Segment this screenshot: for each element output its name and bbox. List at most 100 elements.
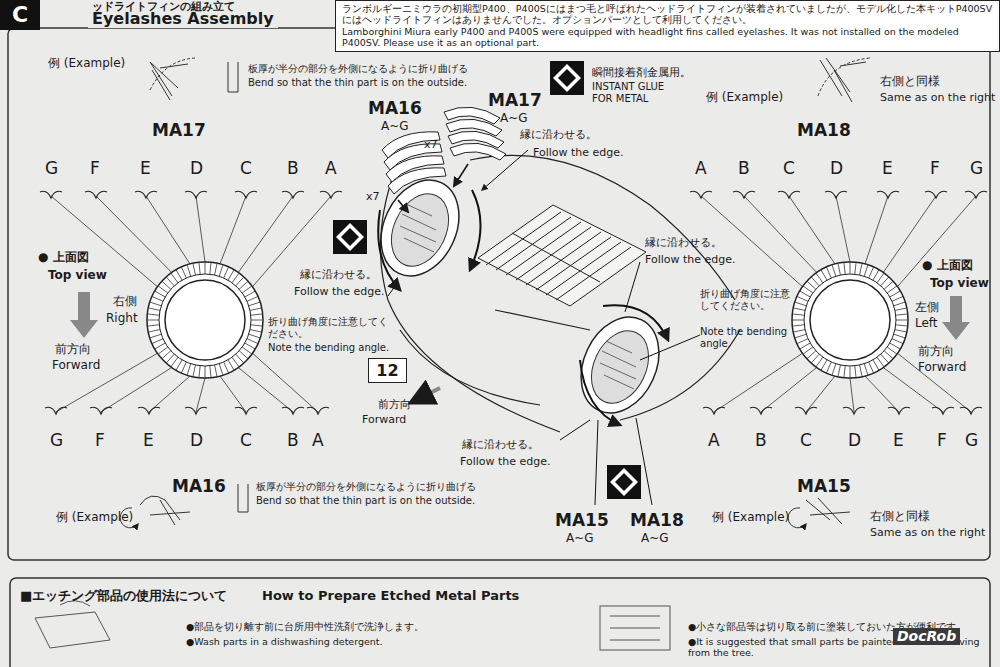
part-number: MA17 [152,120,206,140]
note: INSTANT GLUE FOR METAL [592,81,684,105]
part-letter: A [325,158,337,178]
fin-icon [85,191,107,198]
part-letter: D [190,430,203,450]
fin-icon [185,407,207,414]
note-box: ランボルギーニミウラの初期型P400、P400Sにはまつ毛と呼ばれたヘッドライト… [335,0,1000,52]
part-number: MA17 [488,90,542,110]
part-letter: B [287,158,299,178]
part-letter: D [190,158,203,178]
part-letter: G [50,430,63,450]
part-letter: F [937,430,947,450]
view-label: ● 上面図 [922,258,973,272]
glue-symbol [607,465,641,499]
engine-grille [478,205,646,306]
part-letter: A [708,430,720,450]
note: 例 (Example) [56,510,133,524]
part-letter: G [970,158,983,178]
note: 縁に沿わせる。 [462,438,539,451]
fin-icon [40,191,62,198]
forward-arrow [412,388,440,402]
fin-icon [307,407,329,414]
fin-icon [877,191,899,198]
node-text: Lamborghini Miura early P400 and P400S w… [342,26,993,49]
note: 縁に沿わせる。 [520,128,597,141]
note: Follow the edge. [533,146,624,159]
fin-icon [932,407,954,414]
headlight-ring [147,262,263,378]
section-frame [10,578,990,667]
part-letter: G [965,430,978,450]
note: 例 (Example) [712,510,789,524]
section-heading: How to Prepare Etched Metal Parts [262,588,519,604]
side-label: 左側 [915,300,939,314]
node-text: 12 [375,361,400,380]
part-number: MA16 [368,98,422,118]
part-letter: C [783,158,795,178]
part-number: MA15 [797,476,851,496]
side-label: 右側 [113,294,137,308]
part-range: A~G [641,531,669,545]
note: 縁に沿わせる。 [645,236,722,249]
fin-icon [750,407,772,414]
title-jp: ッドライトフィンの組み立て [92,0,235,13]
car-body [380,155,740,432]
direction-label: 前方向 [918,344,954,358]
part-letter: C [240,158,252,178]
note: 瞬間接着剤金属用。 [592,66,691,79]
section-letter: C [0,0,40,30]
part-letter: E [882,158,893,178]
fin-icon [795,407,817,414]
fin-icon [138,407,160,414]
note: Note the bending angle. [700,326,792,350]
part-letter: E [140,158,151,178]
headlight-ring [792,262,908,378]
fin-icon [825,191,847,198]
note: Bend so that the thin part is on the out… [248,77,467,89]
side-label: Right [106,311,138,325]
direction-label: Forward [362,413,406,426]
quantity: x7 [366,190,380,203]
note: 板厚が半分の部分を外側になるように折り曲げる [248,63,468,75]
quantity: x7 [424,138,438,151]
glue-symbol [333,220,367,254]
note: 右側と同様 [880,74,940,88]
direction-label: 前方向 [55,342,91,356]
part-letter: C [240,430,252,450]
note: Follow the edge. [460,455,551,468]
fin-icon [703,407,725,414]
part-number: MA15 [555,510,609,530]
note: 縁に沿わせる。 [300,268,377,281]
direction-label: Forward [52,358,100,372]
note: 折り曲げ角度に注意してください。 [268,316,390,340]
view-label: ● 上面図 [38,250,89,264]
part-range: A~G [566,531,594,545]
fin-icon [960,407,982,414]
fin-icon [843,407,865,414]
part-number: MA16 [172,476,226,496]
view-label: Top view [930,276,989,290]
part-letter: F [90,158,100,178]
fin-icon [45,407,67,414]
glue-symbol [550,61,584,95]
part-letter: F [95,430,105,450]
fin-icon [888,407,910,414]
note: Same as on the right [870,526,985,539]
fin-icon [235,191,257,198]
note: ●部品を切り離す前に台所用中性洗剤で洗浄します。 [186,621,424,632]
part-letter: B [287,430,299,450]
section-heading: ■エッチング部品の使用法について [20,588,227,604]
fin-icon [925,191,947,198]
note: 板厚が半分の部分を外側になるように折り曲げる [256,481,476,493]
watermark: DocRob [893,628,960,645]
note: Bend so that the thin part is on the out… [256,495,475,507]
fin-stack [382,107,506,194]
node-text: ランボルギーニミウラの初期型P400、P400Sにはまつ毛と呼ばれたヘッドライト… [342,3,993,26]
note: 右側と同様 [870,509,930,523]
part-letter: G [45,158,58,178]
part-letter: B [738,158,750,178]
part-range: A~G [381,119,409,133]
fin-icon [320,191,342,198]
fin-icon [778,191,800,198]
part-letter: E [143,430,154,450]
note: Same as on the right [880,91,995,104]
